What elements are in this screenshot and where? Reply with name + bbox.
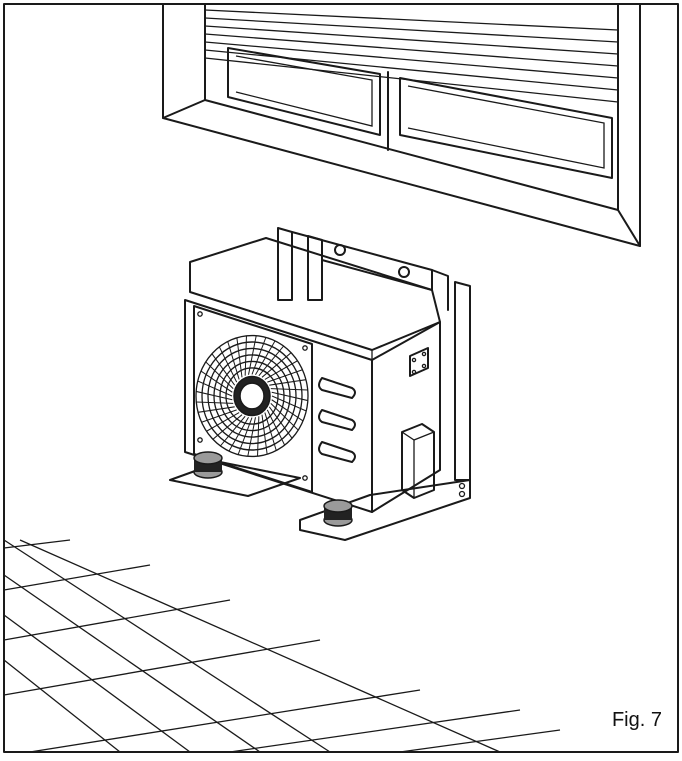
valve-cover bbox=[401, 423, 435, 499]
fan-spoke bbox=[266, 409, 286, 446]
bracket-upright-left-b bbox=[307, 235, 323, 301]
fan-spoke bbox=[197, 380, 233, 397]
fan-spoke bbox=[211, 353, 236, 386]
fan-spoke bbox=[271, 395, 307, 412]
fan-spoke bbox=[270, 388, 308, 391]
fan-spoke bbox=[264, 412, 277, 451]
fan-spoke bbox=[218, 346, 238, 383]
side-label-plate bbox=[409, 347, 429, 377]
fan-spoke bbox=[220, 415, 246, 447]
anti-vibration-foot-left bbox=[193, 451, 223, 479]
fan-spoke bbox=[227, 341, 240, 380]
fan-spoke bbox=[258, 345, 284, 377]
bracket-upright-right-a bbox=[431, 269, 449, 311]
fan-spoke bbox=[212, 414, 243, 440]
shutter-slats bbox=[204, 9, 619, 103]
figure-label: Fig. 7 bbox=[611, 709, 662, 731]
vent-slot-1 bbox=[318, 377, 356, 399]
fan-spoke bbox=[198, 406, 235, 413]
window-outer-frame bbox=[162, 3, 641, 247]
wall-bracket bbox=[169, 227, 471, 541]
fan-spoke bbox=[261, 414, 268, 455]
fan-spoke bbox=[267, 369, 303, 383]
bracket-top-rail bbox=[291, 231, 433, 291]
floor-tiles bbox=[3, 539, 561, 753]
unit-side-face bbox=[371, 321, 441, 513]
vent-slot-2 bbox=[318, 409, 356, 431]
window-pane-right bbox=[399, 77, 613, 179]
bracket-upright-left-a bbox=[277, 227, 293, 301]
fan-spoke bbox=[251, 337, 267, 375]
fan-spoke bbox=[255, 340, 276, 376]
fan-spoke bbox=[261, 352, 292, 378]
fan-spoke bbox=[236, 337, 243, 378]
fan-spoke bbox=[269, 379, 306, 386]
window-sill-left bbox=[162, 99, 206, 119]
fan-spoke bbox=[205, 361, 234, 390]
fan-spoke bbox=[270, 402, 299, 431]
fan-spoke bbox=[196, 401, 234, 404]
fan-grille-panel bbox=[193, 305, 313, 493]
fan-spoke bbox=[247, 417, 256, 457]
fan-spoke bbox=[196, 390, 233, 401]
bracket-hole-1 bbox=[334, 244, 346, 256]
fan-spoke bbox=[237, 417, 253, 455]
window-with-shutter bbox=[162, 3, 641, 247]
figure-border bbox=[3, 3, 679, 753]
fan-spoke bbox=[257, 416, 260, 457]
anti-vibration-foot-right bbox=[323, 499, 353, 527]
window-pane-left bbox=[227, 47, 381, 136]
fan-spoke bbox=[271, 391, 308, 402]
fan-spoke bbox=[271, 399, 304, 422]
bracket-hole-2 bbox=[398, 266, 410, 278]
fan-grille bbox=[195, 334, 309, 458]
bracket-upright-right-b bbox=[454, 281, 471, 481]
outdoor-ac-unit bbox=[184, 237, 441, 513]
fan-spoke bbox=[201, 409, 237, 423]
unit-top bbox=[189, 237, 441, 351]
fan-spoke bbox=[248, 335, 257, 375]
fan-spoke bbox=[264, 360, 298, 380]
fan-spoke bbox=[268, 406, 293, 439]
bracket-foot-right bbox=[299, 479, 471, 541]
vent-slot-3 bbox=[318, 441, 356, 463]
window-inner-frame bbox=[204, 3, 619, 211]
fan-spoke bbox=[200, 370, 233, 393]
fan-spoke bbox=[228, 416, 249, 452]
fan-spoke bbox=[244, 335, 247, 376]
fan-spoke bbox=[206, 412, 240, 432]
window-sill-right bbox=[617, 209, 641, 247]
